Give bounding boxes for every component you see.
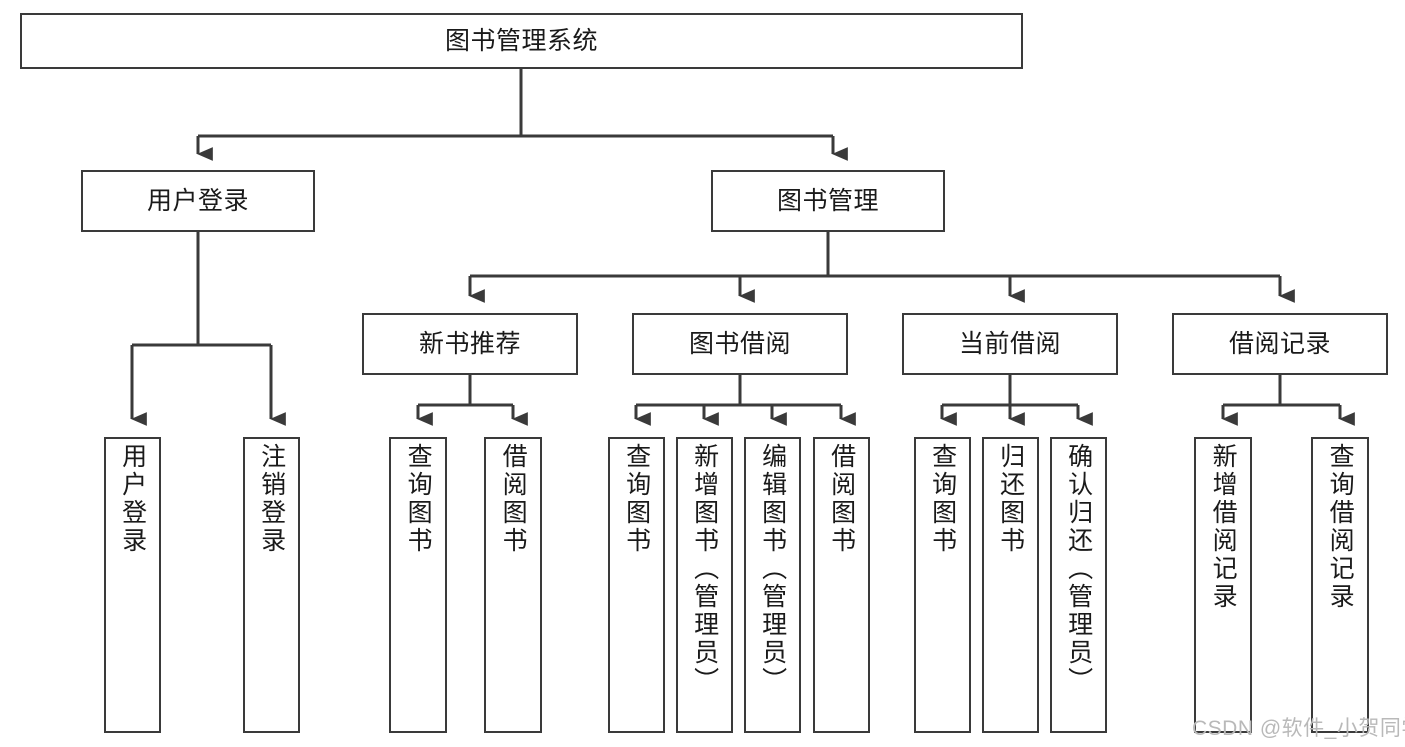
leaf-return-book[interactable]: 归还图书: [982, 437, 1039, 733]
node-label: 新书推荐: [418, 330, 521, 358]
leaf-query-book-current[interactable]: 查询图书: [914, 437, 971, 733]
node-label: 查询图书: [928, 443, 957, 555]
node-label: 借阅图书: [827, 443, 856, 555]
node-label: 图书管理: [776, 187, 879, 215]
csdn-watermark: CSDN @软件_小贺同学: [1192, 717, 1405, 740]
node-borrow-record[interactable]: 借阅记录: [1172, 313, 1388, 375]
node-label: 当前借阅: [958, 330, 1061, 358]
node-label: 新增图书（管理员）: [690, 443, 719, 695]
node-book-management-system[interactable]: 图书管理系统: [20, 13, 1023, 69]
node-label: 查询图书: [404, 443, 433, 555]
node-label: 新增借阅记录: [1209, 443, 1238, 611]
node-book-borrow[interactable]: 图书借阅: [632, 313, 848, 375]
node-label: 注销登录: [257, 443, 286, 555]
leaf-borrow-book-recommend[interactable]: 借阅图书: [484, 437, 542, 733]
leaf-logout[interactable]: 注销登录: [243, 437, 300, 733]
node-label: 用户登录: [146, 187, 249, 215]
leaf-add-book-admin[interactable]: 新增图书（管理员）: [676, 437, 733, 733]
node-label: 图书管理系统: [444, 27, 598, 55]
node-label: 图书借阅: [688, 330, 791, 358]
node-label: 确认归还（管理员）: [1064, 443, 1093, 695]
leaf-query-book-borrow[interactable]: 查询图书: [608, 437, 665, 733]
leaf-user-login[interactable]: 用户登录: [104, 437, 161, 733]
leaf-edit-book-admin[interactable]: 编辑图书（管理员）: [744, 437, 801, 733]
node-label: 借阅图书: [499, 443, 528, 555]
leaf-query-book-recommend[interactable]: 查询图书: [389, 437, 447, 733]
node-current-borrow[interactable]: 当前借阅: [902, 313, 1118, 375]
node-label: 查询借阅记录: [1326, 443, 1355, 611]
node-new-book-recommend[interactable]: 新书推荐: [362, 313, 578, 375]
node-label: 用户登录: [118, 443, 147, 555]
node-label: 借阅记录: [1228, 330, 1331, 358]
node-label: 归还图书: [996, 443, 1025, 555]
node-user-login[interactable]: 用户登录: [81, 170, 315, 232]
leaf-query-borrow-record[interactable]: 查询借阅记录: [1311, 437, 1369, 733]
node-label: 查询图书: [622, 443, 651, 555]
leaf-borrow-book[interactable]: 借阅图书: [813, 437, 870, 733]
leaf-add-borrow-record[interactable]: 新增借阅记录: [1194, 437, 1252, 733]
leaf-confirm-return-admin[interactable]: 确认归还（管理员）: [1050, 437, 1107, 733]
node-label: 编辑图书（管理员）: [758, 443, 787, 695]
node-book-management[interactable]: 图书管理: [711, 170, 945, 232]
